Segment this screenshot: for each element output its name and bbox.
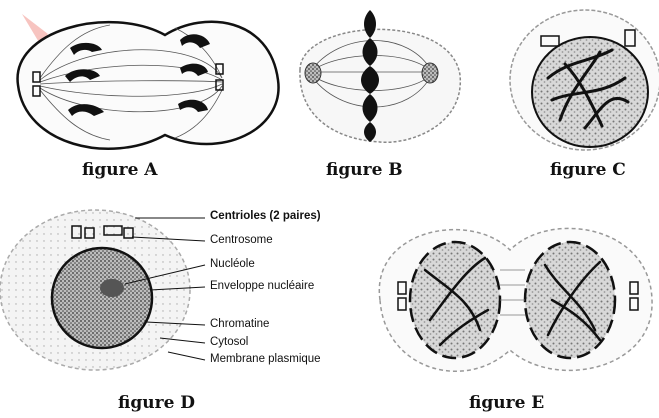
label-enveloppe-nucleaire: Enveloppe nucléaire bbox=[210, 280, 314, 292]
figure-a-caption: figure A bbox=[82, 160, 158, 180]
figure-e-drawing bbox=[379, 228, 652, 371]
figure-d-drawing bbox=[0, 210, 205, 370]
figure-b-drawing bbox=[300, 10, 460, 142]
figure-e-caption: figure E bbox=[469, 393, 544, 413]
label-centrioles: Centrioles (2 paires) bbox=[210, 210, 321, 222]
figure-c-caption: figure C bbox=[550, 160, 626, 180]
figure-b-caption: figure B bbox=[326, 160, 403, 180]
label-membrane-plasmique: Membrane plasmique bbox=[210, 353, 321, 365]
label-chromatine: Chromatine bbox=[210, 318, 269, 330]
label-nucleole: Nucléole bbox=[210, 258, 255, 270]
figure-a-drawing bbox=[18, 22, 279, 149]
label-centrosome: Centrosome bbox=[210, 234, 273, 246]
figure-c-drawing bbox=[510, 10, 659, 150]
label-cytosol: Cytosol bbox=[210, 336, 248, 348]
figure-d-caption: figure D bbox=[118, 393, 195, 413]
